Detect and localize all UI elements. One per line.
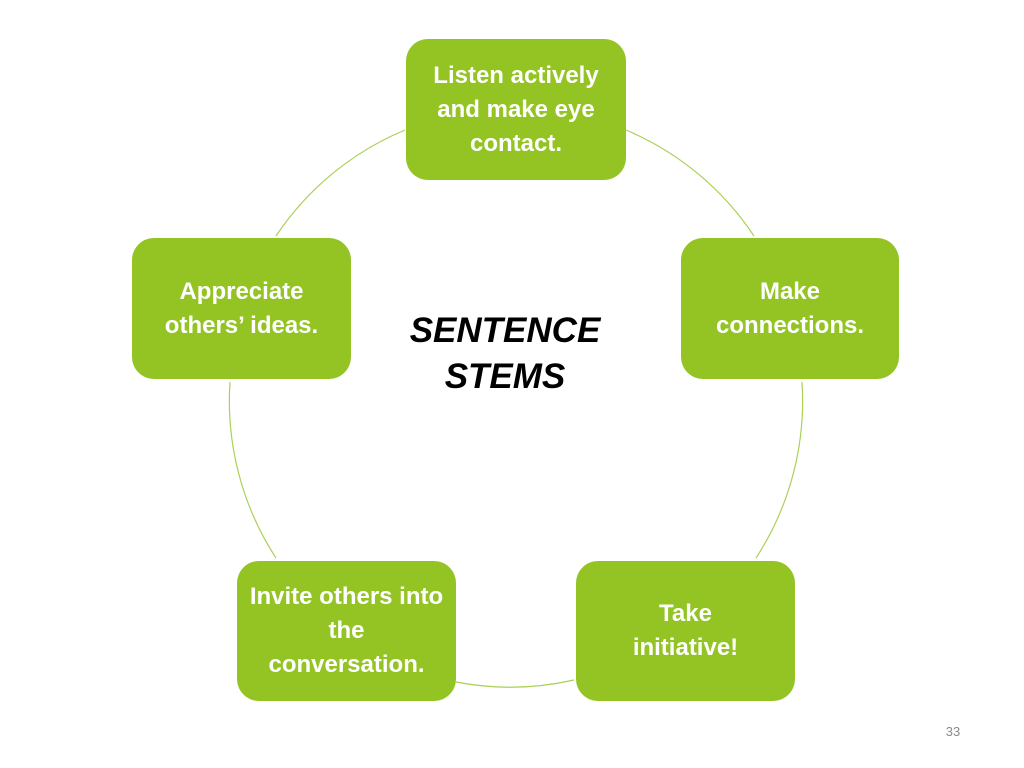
connector-initiative-invite xyxy=(455,679,575,688)
slide-number: 33 xyxy=(945,724,961,739)
node-invite-others: Invite others into the conversation. xyxy=(237,561,456,701)
node-appreciate-ideas: Appreciate others’ ideas. xyxy=(132,238,351,379)
connector-connections-initiative xyxy=(755,381,804,559)
center-title: SENTENCE STEMS xyxy=(409,311,601,396)
node-listen-actively-label: Listen actively and make eye contact. xyxy=(433,61,599,157)
node-take-initiative-label: Take initiative! xyxy=(632,600,739,661)
node-make-connections-label: Make connections. xyxy=(715,277,865,339)
node-invite-others-label: Invite others into the conversation. xyxy=(249,583,444,678)
node-make-connections: Make connections. xyxy=(681,238,899,379)
node-take-initiative: Take initiative! xyxy=(576,561,795,701)
connector-appreciate-listen xyxy=(275,129,406,237)
node-listen-actively: Listen actively and make eye contact. xyxy=(406,39,626,180)
node-appreciate-ideas-label: Appreciate others’ ideas. xyxy=(164,277,319,339)
connector-invite-appreciate xyxy=(228,381,277,559)
connector-listen-connections xyxy=(625,129,755,237)
